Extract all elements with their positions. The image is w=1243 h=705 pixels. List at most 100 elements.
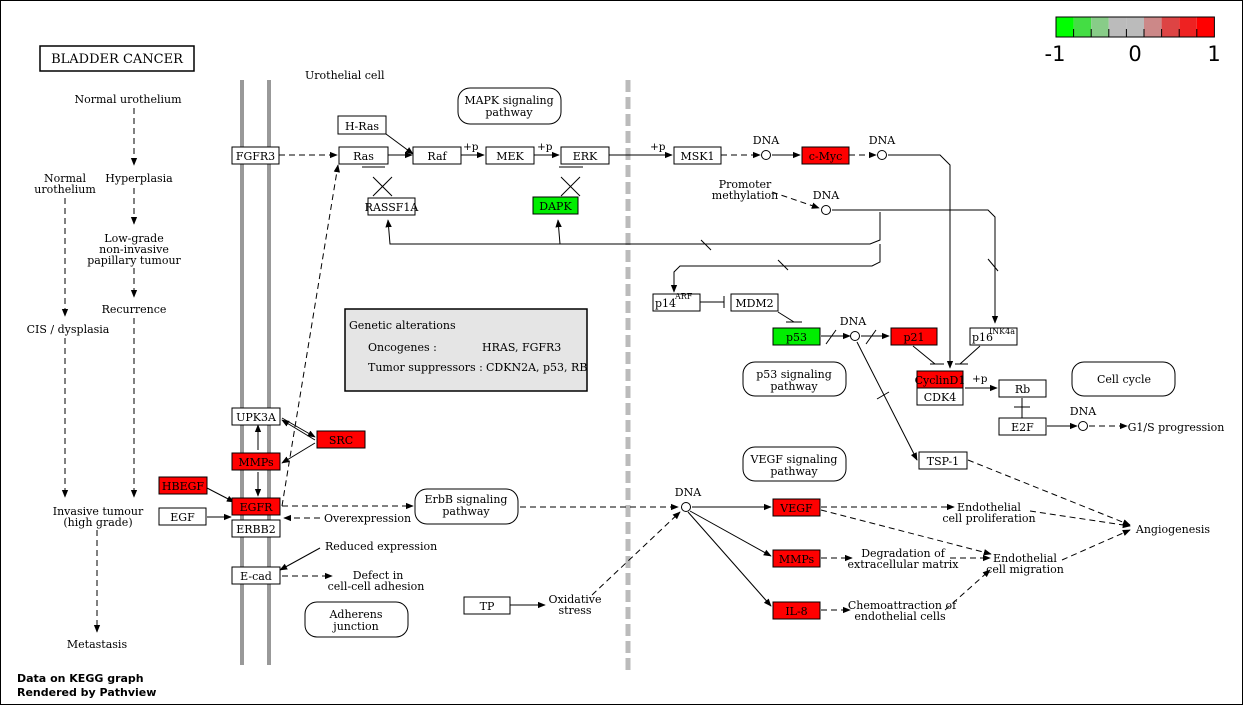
gene-node-tsp1[interactable]: TSP-1 [918,451,968,470]
gene-label-erbb2: ERBB2 [236,523,275,536]
gene-label-upk3a: UPK3A [236,411,277,424]
pathway-vegf[interactable]: VEGF signaling pathway [742,446,847,482]
gene-label-raf: Raf [427,150,447,163]
gene-node-p53[interactable]: p53 [772,327,821,346]
gene-node-fgfr3[interactable]: FGFR3 [231,146,280,165]
label-low-grade-2: non-invasive [99,243,169,256]
label-endo-migr-2: cell migration [986,563,1064,576]
gene-node-src[interactable]: SRC [316,430,366,449]
gene-node-hras[interactable]: H-Ras [337,115,387,135]
gene-node-rb[interactable]: Rb [998,379,1047,398]
gene-label-egf: EGF [170,511,195,524]
gene-label-p21: p21 [903,331,924,344]
genetic-onc-value: HRAS, FGFR3 [482,341,561,354]
footer-line-2: Rendered by Pathview [17,686,156,699]
gene-node-erk[interactable]: ERK [560,146,610,165]
gene-label-p14arf: p14 [655,297,676,310]
gene-label-cdk4: CDK4 [924,391,956,404]
gene-node-mmps-right[interactable]: MMPs [772,549,821,568]
gene-node-e2f[interactable]: E2F [998,417,1047,436]
dna-nodes [681,150,1088,512]
gene-node-cdk4[interactable]: CDK4 [916,387,964,406]
pathway-p53[interactable]: p53 signaling pathway [742,361,847,397]
label-normal-left-2: urothelium [34,183,96,196]
membrane-line-left [240,80,244,665]
label-endo-migr-1: Endothelial [993,552,1057,565]
gene-node-p16ink4a[interactable]: p16 [969,327,1018,346]
gene-node-msk1[interactable]: MSK1 [673,146,722,165]
gene-node-upk3a[interactable]: UPK3A [231,407,281,426]
label-promoter-2: methylation [712,189,778,202]
gene-label-msk1: MSK1 [680,150,714,163]
pathway-cellcycle[interactable]: Cell cycle [1071,361,1176,397]
gene-label-p16ink4a: p16 [972,331,993,344]
label-chemo-2: endothelial cells [854,610,946,623]
gene-label-il8: IL-8 [785,605,807,618]
plus-p-raf-mek: +p [463,141,479,153]
gene-node-p21[interactable]: p21 [890,327,938,346]
legend-swatch [1073,17,1092,37]
gene-node-mmps-left[interactable]: MMPs [231,452,281,471]
label-angiogenesis: Angiogenesis [1135,523,1211,536]
label-overexpression: Overexpression [324,512,411,525]
gene-node-cyclind1[interactable]: CyclinD1 [915,370,966,389]
gene-p14arf-sup: ARF [674,292,693,301]
legend-swatch [1179,17,1197,37]
gene-node-cmyc[interactable]: c-Myc [801,146,850,165]
legend-swatch [1126,17,1144,37]
gene-node-raf[interactable]: Raf [412,146,462,165]
title-box [39,45,195,72]
pathway-adherens[interactable]: Adherens junction [304,601,409,638]
legend-swatch [1108,17,1127,37]
dna-label-1: DNA [753,134,780,147]
gene-node-erbb2[interactable]: ERBB2 [231,519,281,538]
gene-node-mek[interactable]: MEK [485,146,535,165]
gene-node-ras[interactable]: Ras [338,146,389,165]
gene-node-rassf1a[interactable]: RASSF1A [365,197,420,216]
dna-label-4: DNA [840,315,867,328]
gene-node-hbegf[interactable]: HBEGF [158,476,208,495]
pathway-mapk[interactable]: MAPK signaling pathway [457,87,562,125]
label-g1s: G1/S progression [1128,421,1225,434]
pathway-edges [206,133,1131,614]
dna-label-3: DNA [813,189,840,202]
genetic-alterations-box: Genetic alterations Oncogenes : HRAS, FG… [344,308,588,392]
gene-node-ecad[interactable]: E-cad [231,566,281,585]
legend-max: 1 [1207,42,1220,66]
pathway-mapk-label-1: MAPK signaling [464,94,553,107]
pathway-adherens-label-1: Adherens [328,608,382,621]
gene-node-egfr[interactable]: EGFR [231,497,281,516]
gene-label-fgfr3: FGFR3 [236,150,275,163]
legend-swatch [1196,17,1215,37]
pathway-vegf-label-2: pathway [770,465,818,478]
gene-label-cyclind1: CyclinD1 [915,374,966,387]
plus-p-cdk4-rb: +p [972,373,988,385]
footer-line-1: Data on KEGG graph [17,672,144,685]
legend-swatch [1056,17,1074,37]
genetic-ts-label: Tumor suppressors : [368,361,483,374]
gene-label-hbegf: HBEGF [162,480,204,493]
pathway-mapk-label-2: pathway [485,106,533,119]
gene-node-mdm2[interactable]: MDM2 [730,293,779,312]
legend-swatch [1091,17,1109,37]
pathway-erbb[interactable]: ErbB signaling pathway [414,488,519,525]
plus-p-erk-msk1: +p [650,141,666,153]
gene-node-p14arf[interactable]: p14 [652,293,701,312]
legend-min: -1 [1045,42,1066,66]
gene-node-vegf[interactable]: VEGF [772,498,821,517]
gene-node-il8[interactable]: IL-8 [772,601,821,620]
gene-node-egf[interactable]: EGF [158,507,207,526]
page-title: BLADDER CANCER [51,52,184,67]
label-endo-prolif-1: Endothelial [957,501,1021,514]
membrane-line-right [267,80,271,665]
progression-arrows [61,108,138,633]
pathway-p53-label-2: pathway [770,380,818,393]
gene-label-tp: TP [480,600,495,613]
gene-label-src: SRC [329,434,353,447]
label-urothelial-cell: Urothelial cell [305,69,385,82]
gene-label-e2f: E2F [1011,421,1034,434]
label-degradation-2: extracellular matrix [848,558,960,571]
gene-node-tp[interactable]: TP [463,596,511,615]
gene-node-dapk[interactable]: DAPK [532,196,579,215]
label-endo-prolif-2: cell proliferation [942,512,1035,525]
